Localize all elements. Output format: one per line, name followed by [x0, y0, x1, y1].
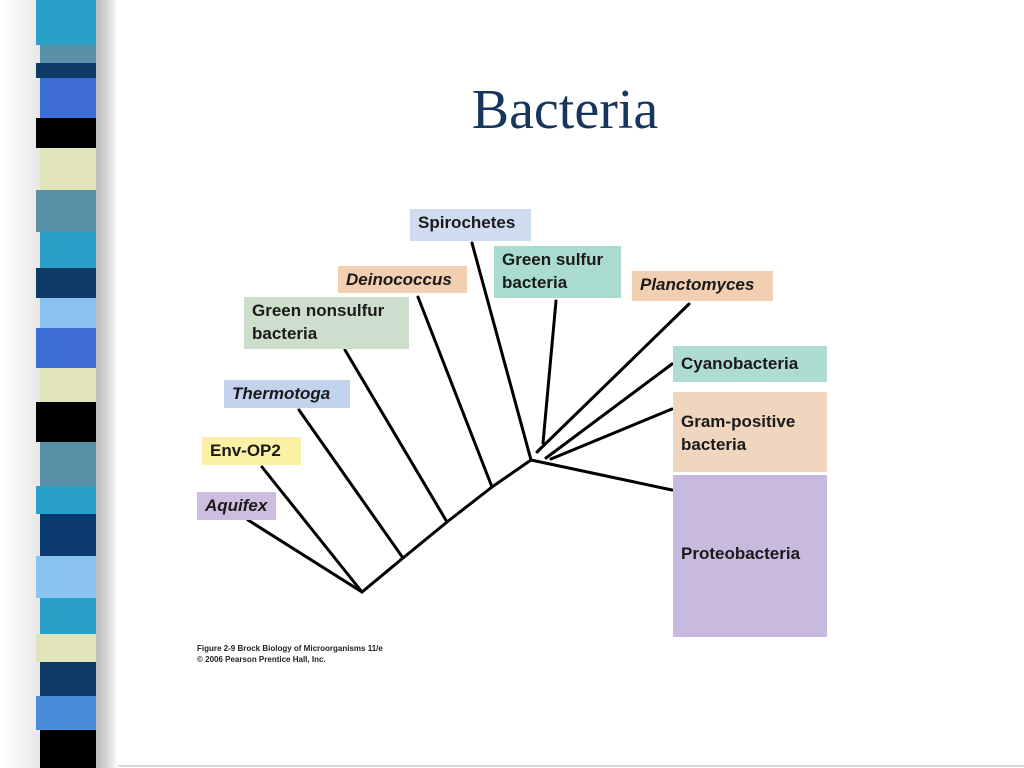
branch-thermotoga — [297, 408, 405, 560]
trunk-segment-2 — [401, 520, 449, 560]
branch-proteobacteria — [529, 458, 674, 492]
decorative-stripe-column — [36, 0, 100, 768]
taxon-spirochetes: Spirochetes — [410, 209, 531, 241]
taxon-deinococcus: Deinococcus — [338, 266, 467, 293]
taxon-thermotoga: Thermotoga — [224, 380, 350, 408]
decorative-stripe — [40, 598, 96, 634]
branch-planctomyces — [535, 302, 691, 454]
figure-caption: Figure 2-9 Brock Biology of Microorganis… — [197, 643, 383, 665]
taxon-spirochetes-label: Spirochetes — [418, 213, 516, 232]
decorative-stripe — [40, 442, 96, 486]
branch-green-nonsulfur — [343, 348, 449, 524]
caption-line-1: Figure 2-9 Brock Biology of Microorganis… — [197, 644, 383, 653]
decorative-stripe — [36, 63, 96, 78]
branch-green-sulfur — [541, 299, 558, 445]
taxon-planctomyces: Planctomyces — [632, 271, 773, 301]
taxon-green-sulfur-label-line1: Green sulfur — [502, 250, 604, 269]
decorative-stripe — [40, 662, 96, 696]
branch-spirochetes — [470, 241, 533, 462]
taxon-thermotoga-label: Thermotoga — [232, 384, 331, 403]
decorative-stripe — [40, 730, 96, 768]
slide-title: Bacteria — [471, 79, 659, 141]
decorative-stripe — [40, 78, 96, 118]
decorative-stripe — [36, 0, 96, 45]
decorative-stripe — [40, 298, 96, 328]
branch-cyanobacteria — [544, 362, 674, 460]
trunk-segment-3 — [445, 485, 494, 524]
decorative-stripe — [40, 148, 96, 190]
branch-aquifex — [246, 518, 364, 594]
taxon-green-sulfur-bacteria: Green sulfur bacteria — [494, 246, 621, 298]
taxon-cyanobacteria-label: Cyanobacteria — [681, 354, 799, 373]
decorative-stripe — [36, 696, 96, 730]
taxon-green-sulfur-label-line2: bacteria — [502, 273, 568, 292]
branch-env-op2 — [260, 465, 364, 594]
taxon-gram-positive-label-line1: Gram-positive — [681, 412, 796, 431]
taxon-env-op2-label: Env-OP2 — [210, 441, 281, 460]
decorative-stripe — [36, 634, 96, 662]
decorative-stripe — [40, 368, 96, 402]
decorative-stripe — [36, 328, 96, 368]
taxon-aquifex: Aquifex — [197, 492, 276, 520]
taxon-aquifex-label: Aquifex — [205, 496, 268, 515]
decorative-stripe — [36, 190, 96, 232]
taxon-green-nonsulfur-label-line2: bacteria — [252, 324, 318, 343]
taxon-green-nonsulfur-label-line1: Green nonsulfur — [252, 301, 385, 320]
taxon-planctomyces-label: Planctomyces — [640, 275, 755, 294]
decorative-stripe — [40, 232, 96, 268]
bottom-divider — [118, 765, 1024, 767]
taxon-proteobacteria: Proteobacteria — [673, 475, 827, 637]
branch-gram-positive — [549, 407, 674, 461]
branch-deinococcus — [416, 295, 494, 489]
taxon-env-op2: Env-OP2 — [202, 437, 301, 465]
taxon-gram-positive-bacteria: Gram-positive bacteria — [673, 392, 827, 472]
decorative-stripe — [40, 514, 96, 556]
trunk-segment-4 — [490, 458, 533, 489]
decorative-stripe — [36, 402, 96, 442]
decorative-stripe — [36, 486, 96, 514]
taxon-deinococcus-label: Deinococcus — [346, 270, 452, 289]
trunk-segment-root — [360, 556, 405, 594]
decorative-stripe — [36, 556, 96, 598]
taxon-gram-positive-label-line2: bacteria — [681, 435, 747, 454]
caption-line-2: © 2006 Pearson Prentice Hall, Inc. — [197, 655, 326, 664]
decorative-stripe — [40, 45, 96, 63]
taxon-proteobacteria-label: Proteobacteria — [681, 544, 801, 563]
taxon-cyanobacteria: Cyanobacteria — [673, 346, 827, 382]
decorative-stripe — [36, 118, 96, 148]
taxon-green-nonsulfur-bacteria: Green nonsulfur bacteria — [244, 297, 409, 349]
decorative-stripe — [36, 268, 96, 298]
